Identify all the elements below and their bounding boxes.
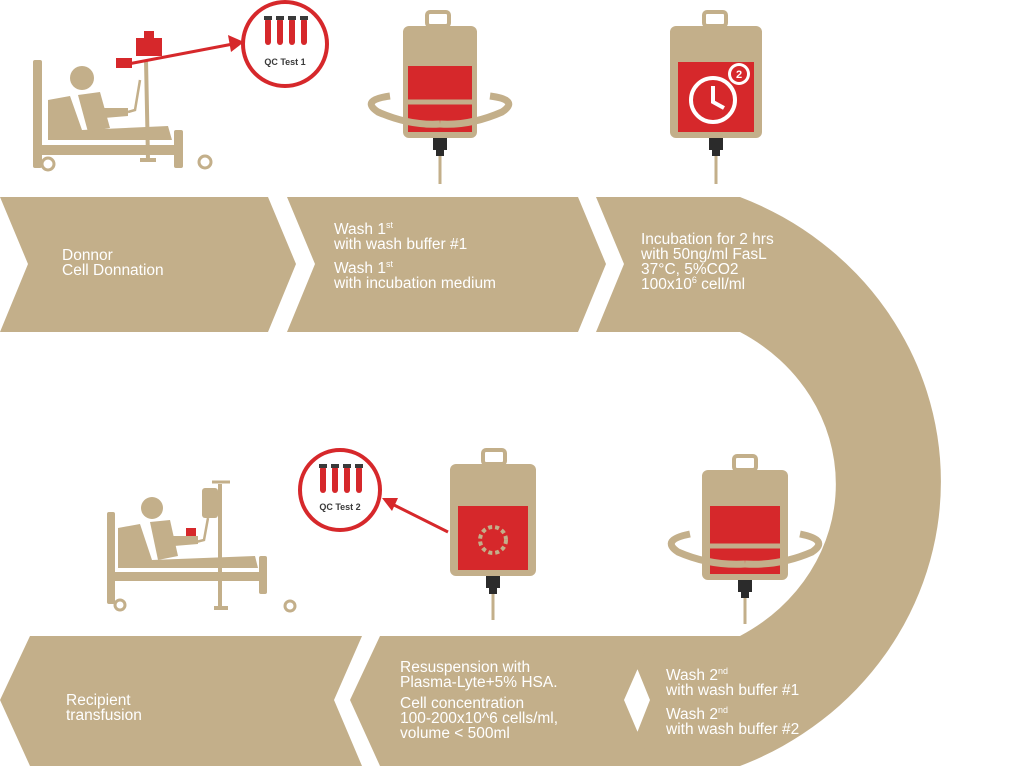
resuspension-label: Resuspension with Plasma-Lyte+5% HSA. Ce… bbox=[400, 660, 558, 741]
wash2-a-line-1: Wash 2nd bbox=[666, 668, 799, 683]
wash2-b-line-2: with wash buffer #2 bbox=[666, 722, 799, 737]
wash1-b-line-1: Wash 1st bbox=[334, 261, 496, 276]
wash1-b-line-2: with incubation medium bbox=[334, 276, 496, 291]
resuspension-line-2: Plasma-Lyte+5% HSA. bbox=[400, 675, 558, 690]
resuspension-line-3: Cell concentration bbox=[400, 696, 558, 711]
resuspension-line-4: 100-200x10^6 cells/ml, bbox=[400, 711, 558, 726]
resuspension-line-1: Resuspension with bbox=[400, 660, 558, 675]
wash2-a-line-2: with wash buffer #1 bbox=[666, 683, 799, 698]
bag-wash1-icon bbox=[371, 12, 509, 184]
qc-test-1-badge: QC Test 1 bbox=[243, 2, 327, 86]
donor-line-2: Cell Donnation bbox=[62, 263, 164, 278]
incubation-label: Incubation for 2 hrs with 50ng/ml FasL 3… bbox=[641, 232, 774, 292]
recipient-label: Recipient transfusion bbox=[66, 693, 142, 723]
incubation-line-3: 37°C, 5%CO2 bbox=[641, 262, 774, 277]
qc-test-2-label: QC Test 2 bbox=[319, 502, 360, 512]
recipient-line-1: Recipient bbox=[66, 693, 142, 708]
incubation-line-1: Incubation for 2 hrs bbox=[641, 232, 774, 247]
donor-line-1: Donnor bbox=[62, 248, 164, 263]
timer-badge: 2 bbox=[736, 69, 742, 81]
wash1-label: Wash 1st with wash buffer #1 Wash 1st wi… bbox=[334, 222, 496, 291]
resuspension-line-5: volume < 500ml bbox=[400, 726, 558, 741]
step-recipient-arrow bbox=[0, 636, 362, 766]
wash2-label: Wash 2nd with wash buffer #1 Wash 2nd wi… bbox=[666, 668, 799, 737]
sample-arrow-2 bbox=[392, 504, 448, 532]
bag-timer-icon: 2 bbox=[670, 12, 762, 184]
wash1-a-line-1: Wash 1st bbox=[334, 222, 496, 237]
incubation-line-4: 100x106 cell/ml bbox=[641, 277, 774, 292]
qc-test-2-badge: QC Test 2 bbox=[300, 450, 380, 530]
bag-resuspend-icon bbox=[450, 450, 536, 620]
wash1-a-line-2: with wash buffer #1 bbox=[334, 237, 496, 252]
incubation-line-2: with 50ng/ml FasL bbox=[641, 247, 774, 262]
recipient-bed-icon bbox=[107, 482, 295, 611]
recipient-line-2: transfusion bbox=[66, 708, 142, 723]
qc-test-1-label: QC Test 1 bbox=[264, 57, 305, 67]
donor-label: Donnor Cell Donnation bbox=[62, 248, 164, 278]
wash2-b-line-1: Wash 2nd bbox=[666, 707, 799, 722]
